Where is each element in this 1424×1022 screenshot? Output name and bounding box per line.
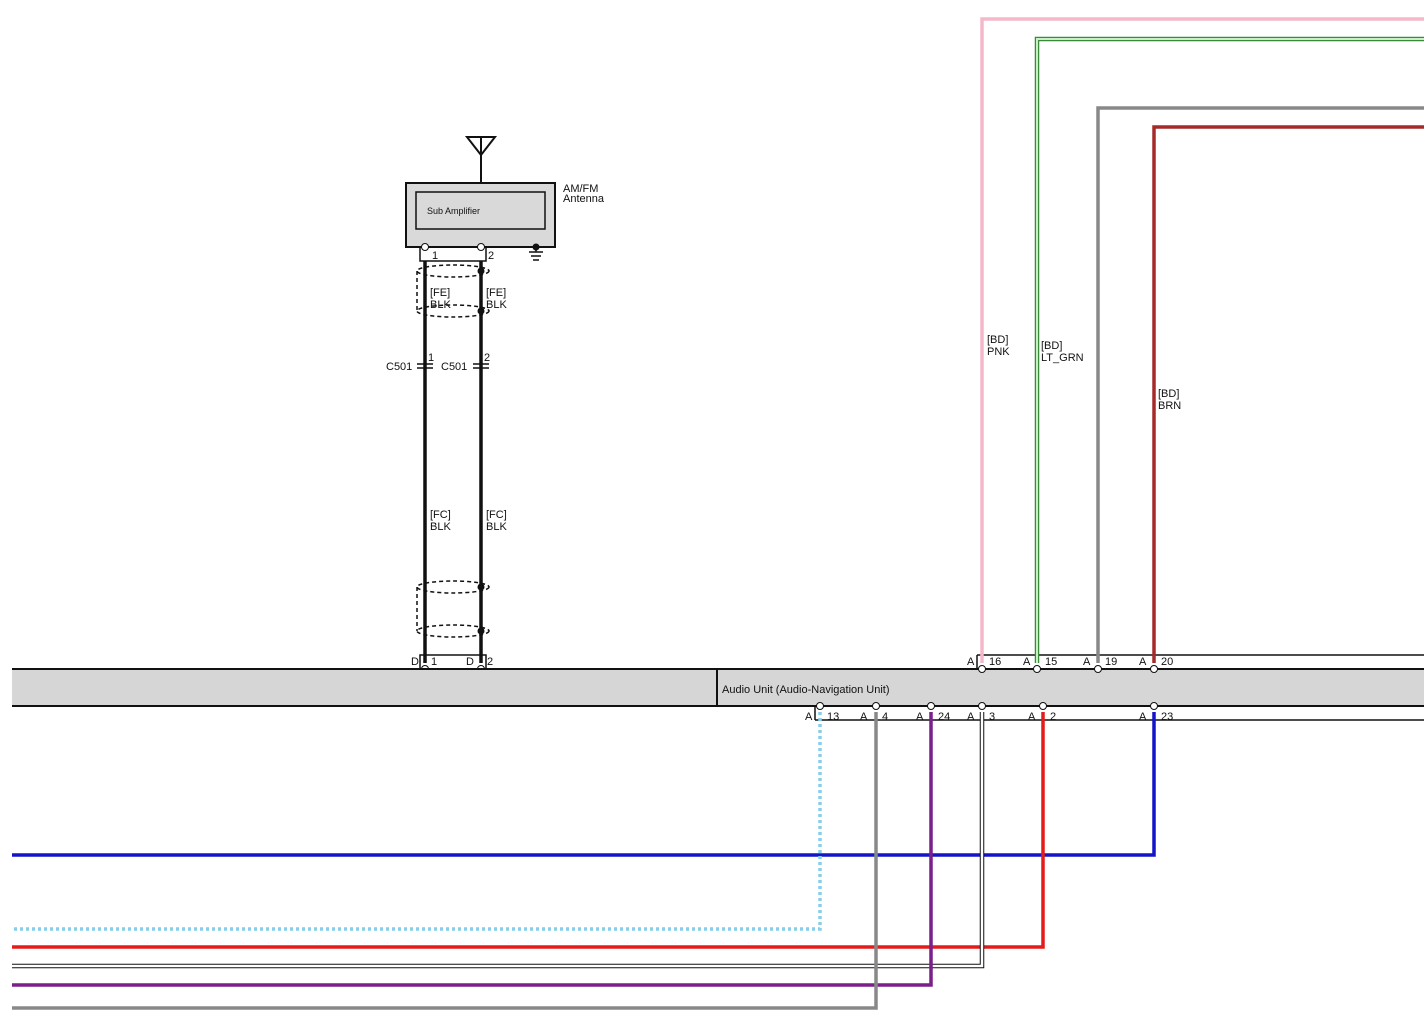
- wire-vio: [12, 712, 933, 987]
- top-pin20-letter: A: [1139, 656, 1147, 668]
- wire-ltgrn-color: LT_GRN: [1041, 352, 1084, 364]
- audio-unit-title: Audio Unit (Audio-Navigation Unit): [722, 684, 890, 696]
- top-pin19-terminal: [1094, 665, 1102, 673]
- wire-gry-bottom: [12, 712, 878, 1010]
- bot-pin13: 13: [827, 711, 839, 723]
- d-conn-pin-1: 1: [431, 656, 437, 668]
- sub-amplifier-label: Sub Amplifier: [427, 206, 480, 216]
- d-conn-pin-2: 2: [487, 656, 493, 668]
- bot-pin4-letter: A: [860, 711, 868, 723]
- antenna-pin1-label: 1: [432, 250, 438, 262]
- wire1-fc-code: [FC]: [430, 509, 451, 521]
- bot-pin3: 3: [989, 711, 995, 723]
- bot-pin13-terminal: [816, 702, 824, 710]
- wire-brn: [1152, 125, 1424, 663]
- wire2-fe-code: [FE]: [486, 287, 506, 299]
- c501-pin-2: 2: [484, 352, 490, 364]
- wire-gry-top: [1096, 106, 1424, 663]
- ground-icon: [529, 243, 543, 261]
- top-pin19-letter: A: [1083, 656, 1091, 668]
- d-connector: [419, 654, 487, 670]
- top-pin15-terminal: [1033, 665, 1041, 673]
- top-pin15: 15: [1045, 656, 1057, 668]
- top-pin16-terminal: [978, 665, 986, 673]
- top-pin20: 20: [1161, 656, 1173, 668]
- bot-pin24-letter: A: [916, 711, 924, 723]
- d-conn-letter-2: D: [466, 656, 474, 668]
- top-pin16: 16: [989, 656, 1001, 668]
- antenna-title-line1: AM/FM: [563, 183, 598, 195]
- antenna-pin1-terminal: [421, 243, 429, 251]
- c501-connector-1: [417, 363, 433, 369]
- c501-connector-2: [473, 363, 489, 369]
- antenna-title-line2: Antenna: [563, 193, 605, 205]
- top-pin15-letter: A: [1023, 656, 1031, 668]
- wire2-fe-color: BLK: [486, 299, 507, 311]
- bot-pin2-terminal: [1039, 702, 1047, 710]
- shield-lower: [416, 580, 490, 638]
- bot-pin4: 4: [882, 711, 888, 723]
- top-pin20-terminal: [1150, 665, 1158, 673]
- top-pin19: 19: [1105, 656, 1117, 668]
- wire-pnk-color: PNK: [987, 346, 1010, 358]
- shield-upper: [416, 264, 490, 318]
- bot-pin23: 23: [1161, 711, 1173, 723]
- top-wires: [BD] PNK [BD] LT_GRN [BD] BRN A 16 A 15 …: [967, 17, 1424, 673]
- wire-blu: [12, 712, 1156, 857]
- bot-pin24: 24: [938, 711, 950, 723]
- antenna-group: Sub Amplifier AM/FM Antenna 1 2: [405, 136, 605, 262]
- wire-ltgrn-code: [BD]: [1041, 340, 1062, 352]
- c501-pin-1: 1: [428, 352, 434, 364]
- top-pin16-letter: A: [967, 656, 975, 668]
- bot-pin2: 2: [1050, 711, 1056, 723]
- c501-label-2: C501: [441, 361, 467, 373]
- c501-label-1: C501: [386, 361, 412, 373]
- bot-pin3-letter: A: [967, 711, 975, 723]
- d-conn-letter-1: D: [411, 656, 419, 668]
- wire1-fc-color: BLK: [430, 521, 451, 533]
- wire2-fc-code: [FC]: [486, 509, 507, 521]
- wire1-fe-code: [FE]: [430, 287, 450, 299]
- wire-lt-grn: [1034, 36, 1424, 663]
- wire-lt-blu: [12, 712, 822, 931]
- wire2-fc-color: BLK: [486, 521, 507, 533]
- bot-pin13-letter: A: [805, 711, 813, 723]
- antenna-pin2-label: 2: [488, 250, 494, 262]
- wire-pnk: [980, 17, 1424, 663]
- bot-pin4-terminal: [872, 702, 880, 710]
- audio-unit: Audio Unit (Audio-Navigation Unit): [12, 654, 1424, 721]
- wire-brn-color: BRN: [1158, 400, 1181, 412]
- antenna-connector: [419, 246, 487, 262]
- antenna-wires: [FE] BLK [FE] BLK C501 1 C501 2 [FC] BLK…: [386, 261, 507, 673]
- bot-pin24-terminal: [927, 702, 935, 710]
- bot-pin23-terminal: [1150, 702, 1158, 710]
- bot-pin3-terminal: [978, 702, 986, 710]
- bottom-wires: A 13 A 4 A 24 A 3 A 2 A 23: [12, 702, 1173, 1010]
- wire-pnk-code: [BD]: [987, 334, 1008, 346]
- sub-amplifier-box: [415, 191, 546, 230]
- antenna-pin2-terminal: [477, 243, 485, 251]
- wire1-fe-color: BLK: [430, 299, 451, 311]
- wire-brn-code: [BD]: [1158, 388, 1179, 400]
- wire-red: [12, 712, 1045, 949]
- bot-pin2-letter: A: [1028, 711, 1036, 723]
- bot-pin23-letter: A: [1139, 711, 1147, 723]
